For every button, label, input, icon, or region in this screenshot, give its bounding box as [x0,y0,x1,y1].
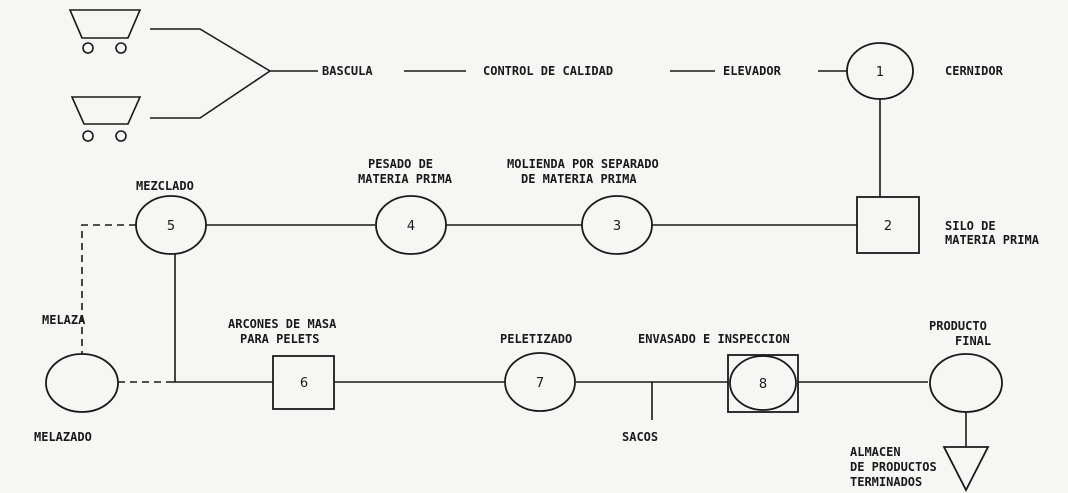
label-almacen-line3: TERMINADOS [850,475,922,489]
node-2-silo: 2 [856,196,920,254]
node-6-number: 6 [300,376,308,391]
bottom-connectors [118,381,967,447]
label-arcones-line2: PARA PELETS [240,332,319,346]
hopper-cart-bottom-icon [70,96,142,142]
node-7-peletizado: 7 [504,352,576,412]
label-silo-line2: MATERIA PRIMA [945,233,1040,247]
label-melaza: MELAZA [42,313,86,327]
label-cernidor: CERNIDOR [945,64,1004,78]
label-molienda-line1: MOLIENDA POR SEPARADO [507,157,659,171]
node-3-molienda: 3 [581,195,653,255]
label-producto-line1: PRODUCTO [929,319,987,333]
node-8-envasado: 8 [727,354,799,413]
node-2-number: 2 [884,219,892,234]
label-elevador: ELEVADOR [723,64,782,78]
label-silo-line1: SILO DE [945,219,996,233]
top-connectors [150,28,881,197]
node-4-pesado: 4 [375,195,447,255]
middle-connectors [81,224,857,382]
node-7-number: 7 [536,376,544,391]
label-pesado-line1: PESADO DE [368,157,433,171]
label-envasado: ENVASADO E INSPECCION [638,332,790,346]
label-peletizado: PELETIZADO [500,332,572,346]
node-melazado [45,353,119,413]
hopper-cart-top-icon [68,9,142,54]
label-bascula: BASCULA [322,64,373,78]
label-producto-line2: FINAL [955,334,991,348]
label-melazado: MELAZADO [34,430,92,444]
node-5-mezclado: 5 [135,195,207,255]
node-4-number: 4 [407,219,415,234]
label-control-calidad: CONTROL DE CALIDAD [483,64,613,78]
node-3-number: 3 [613,219,621,234]
node-producto-final [929,353,1003,413]
label-mezclado: MEZCLADO [136,179,194,193]
node-8-number: 8 [759,377,767,392]
node-almacen-storage [942,446,990,492]
node-1-cernidor: 1 [846,42,914,100]
label-pesado-line2: MATERIA PRIMA [358,172,453,186]
node-1-number: 1 [876,65,884,80]
label-almacen-line2: DE PRODUCTOS [850,460,937,474]
label-sacos: SACOS [622,430,658,444]
label-arcones-line1: ARCONES DE MASA [228,317,337,331]
label-almacen-line1: ALMACEN [850,445,901,459]
node-5-number: 5 [167,219,175,234]
node-6-arcones: 6 [272,355,335,410]
label-molienda-line2: DE MATERIA PRIMA [521,172,637,186]
